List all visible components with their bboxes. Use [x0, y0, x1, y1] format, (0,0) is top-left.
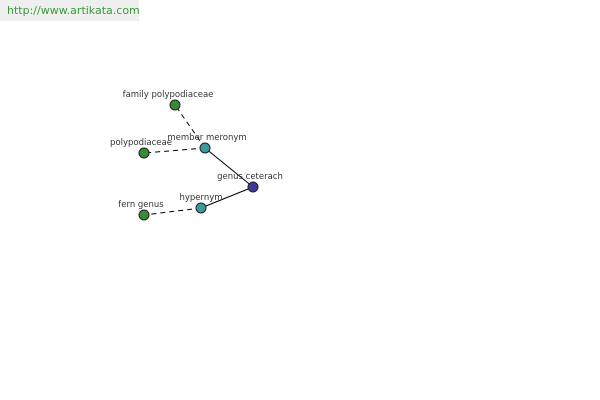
- node-genus-ceterach[interactable]: [247, 181, 259, 193]
- label-fern-genus: fern genus: [118, 200, 164, 210]
- label-hypernym: hypernym: [179, 193, 222, 203]
- node-polypodiaceae[interactable]: [138, 147, 150, 159]
- edge-root-hypernym: [200, 186, 254, 209]
- url-banner: http://www.artikata.com: [0, 0, 140, 21]
- node-fern-genus[interactable]: [138, 209, 150, 221]
- node-hypernym[interactable]: [195, 202, 207, 214]
- edge-member-meronym-polypodiaceae: [143, 147, 206, 154]
- label-genus-ceterach: genus ceterach: [217, 172, 283, 182]
- node-family-polypodiaceae[interactable]: [169, 99, 181, 111]
- node-member-meronym[interactable]: [199, 142, 211, 154]
- edge-root-member-meronym: [204, 147, 254, 188]
- label-member-meronym: member meronym: [167, 133, 246, 143]
- edge-hypernym-fern-genus: [143, 207, 202, 216]
- label-polypodiaceae: polypodiaceae: [110, 138, 172, 148]
- site-url-link[interactable]: http://www.artikata.com: [7, 4, 140, 17]
- label-family-polypodiaceae: family polypodiaceae: [123, 90, 214, 100]
